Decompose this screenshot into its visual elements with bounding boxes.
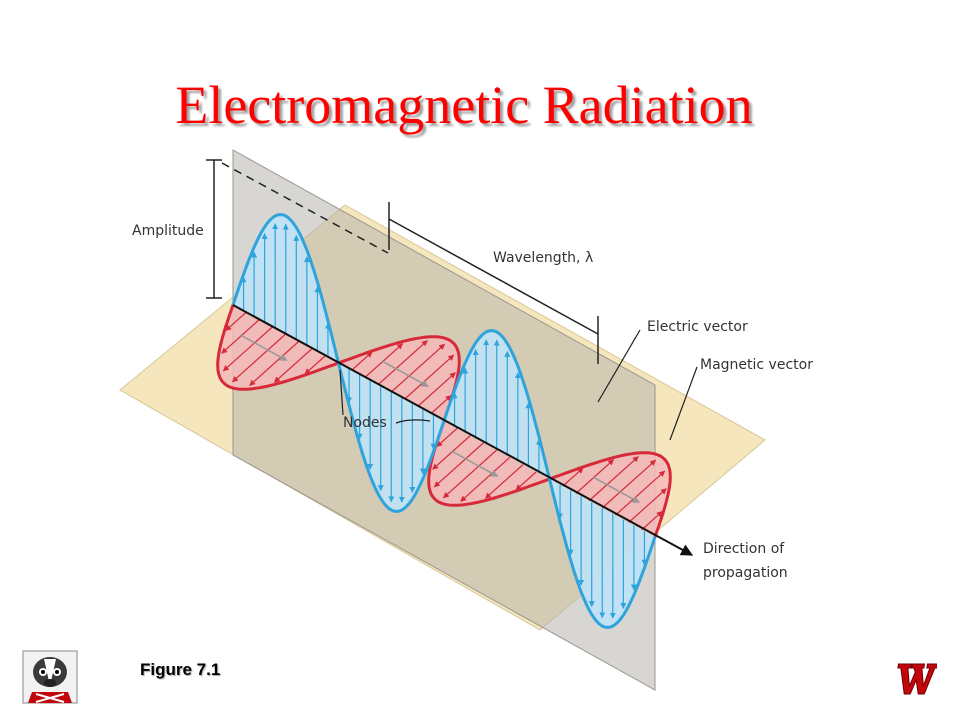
magnetic-vector-arrow xyxy=(304,355,326,375)
amplitude-label: Amplitude xyxy=(132,223,204,239)
magnetic-vector-arrow xyxy=(222,326,273,372)
magnetic-vector-arrow xyxy=(628,488,667,523)
magnetic-vector-arrow xyxy=(641,510,663,531)
magnetic-vector-arrow xyxy=(575,459,615,494)
wavelength-bracket xyxy=(388,202,599,364)
magnetic-vector-arrow xyxy=(562,467,584,487)
magnetic-vector-arrow xyxy=(221,319,260,354)
wavelength-label: Wavelength, λ xyxy=(493,250,593,266)
magnetic-vector-arrow xyxy=(364,343,404,378)
badger-mascot-icon xyxy=(22,650,78,704)
magnetic-vector-arrow xyxy=(433,442,484,488)
magnetic-vector-arrow xyxy=(404,354,455,400)
electric-vector-label: Electric vector xyxy=(647,319,748,335)
leader-lines xyxy=(339,329,698,441)
magnetic-vector-arrow xyxy=(484,464,524,499)
direction-label-line2: propagation xyxy=(703,565,788,581)
field-direction-arrow xyxy=(592,476,640,504)
field-direction-arrow xyxy=(450,450,499,478)
magnetic-vector-arrow xyxy=(430,394,452,415)
magnetic-vector-arrow xyxy=(231,333,287,383)
wisconsin-w-logo-icon xyxy=(897,663,937,695)
field-direction-arrow xyxy=(381,360,429,388)
magnetic-vector-arrow xyxy=(273,348,313,383)
magnetic-vector-arrow xyxy=(588,456,639,502)
magnetic-vector-label: Magnetic vector xyxy=(700,357,813,373)
magnetic-vector-arrow xyxy=(601,459,657,509)
magnetic-vector-arrow xyxy=(351,351,373,371)
amplitude-bracket xyxy=(206,159,389,299)
figure-caption: Figure 7.1 xyxy=(140,660,221,679)
magnetic-vector-arrow xyxy=(249,340,300,386)
nodes-label: Nodes xyxy=(343,415,387,431)
magnetic-vector-arrow xyxy=(225,311,247,332)
magnetic-vector-arrow xyxy=(390,343,446,393)
magnetic-vector-arrow xyxy=(432,435,471,470)
field-direction-arrow xyxy=(239,334,288,362)
magnetic-vector-arrow xyxy=(442,449,498,499)
direction-label-line1: Direction of xyxy=(703,541,785,557)
magnetic-vector-arrow xyxy=(460,456,511,502)
magnetic-vector-arrow xyxy=(615,470,666,516)
magnetic-vector-arrow xyxy=(436,427,458,448)
magnetic-vector-arrow xyxy=(515,471,537,491)
magnetic-vector-arrow xyxy=(417,372,456,407)
slide-title: Electromagnetic Radiation xyxy=(175,75,753,135)
propagation-axis xyxy=(232,304,694,556)
magnetic-vector-arrow xyxy=(377,340,428,386)
